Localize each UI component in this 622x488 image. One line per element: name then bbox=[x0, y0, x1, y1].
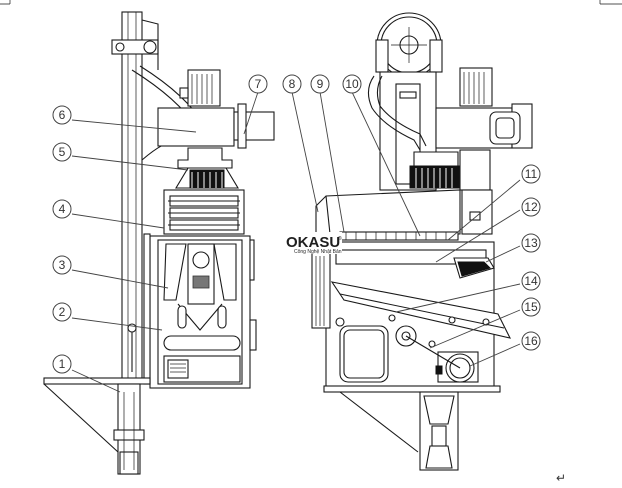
left-side-view bbox=[43, 11, 275, 475]
callout-13: 13 bbox=[521, 233, 541, 253]
callout-label: 11 bbox=[525, 167, 538, 181]
callout-label: 16 bbox=[524, 334, 538, 348]
leader-lines bbox=[71, 91, 521, 393]
callout-4: 4 bbox=[52, 199, 72, 219]
callout-label: 4 bbox=[59, 202, 66, 216]
callout-label: 3 bbox=[59, 258, 66, 272]
callout-label: 13 bbox=[524, 236, 538, 250]
callout-label: 14 bbox=[524, 274, 538, 288]
logo-subtitle: Công Nghệ Nhật Bản bbox=[294, 249, 342, 255]
callout-label: 15 bbox=[524, 300, 538, 314]
callout-14: 14 bbox=[521, 271, 541, 291]
logo-text: OKASU bbox=[286, 234, 340, 251]
page-corner-marks bbox=[0, 0, 622, 5]
callout-label: 5 bbox=[59, 145, 66, 159]
callout-3: 3 bbox=[52, 255, 72, 275]
callout-label: 1 bbox=[59, 357, 66, 371]
callout-label: 10 bbox=[345, 77, 359, 91]
callout-6: 6 bbox=[52, 105, 72, 125]
callout-12: 12 bbox=[521, 197, 541, 217]
callout-label: 2 bbox=[59, 305, 66, 319]
callout-1: 1 bbox=[52, 354, 72, 374]
callout-11: 11 bbox=[521, 164, 541, 184]
callout-label: 8 bbox=[289, 77, 296, 91]
callout-16: 16 bbox=[521, 331, 541, 351]
return-mark: ↵ bbox=[556, 471, 566, 485]
callout-label: 6 bbox=[59, 108, 66, 122]
callout-5: 5 bbox=[52, 142, 72, 162]
logo-registered: ® bbox=[338, 235, 342, 242]
callout-9: 9 bbox=[310, 74, 330, 94]
right-front-view bbox=[311, 12, 533, 471]
okasu-logo: OKASU ® Công Nghệ Nhật Bản bbox=[286, 232, 342, 255]
callout-label: 7 bbox=[255, 77, 262, 91]
callout-15: 15 bbox=[521, 297, 541, 317]
callout-10: 10 bbox=[342, 74, 362, 94]
callout-7: 7 bbox=[248, 74, 268, 94]
callout-2: 2 bbox=[52, 302, 72, 322]
callout-label: 12 bbox=[524, 200, 538, 214]
callout-8: 8 bbox=[282, 74, 302, 94]
callout-label: 9 bbox=[317, 77, 324, 91]
